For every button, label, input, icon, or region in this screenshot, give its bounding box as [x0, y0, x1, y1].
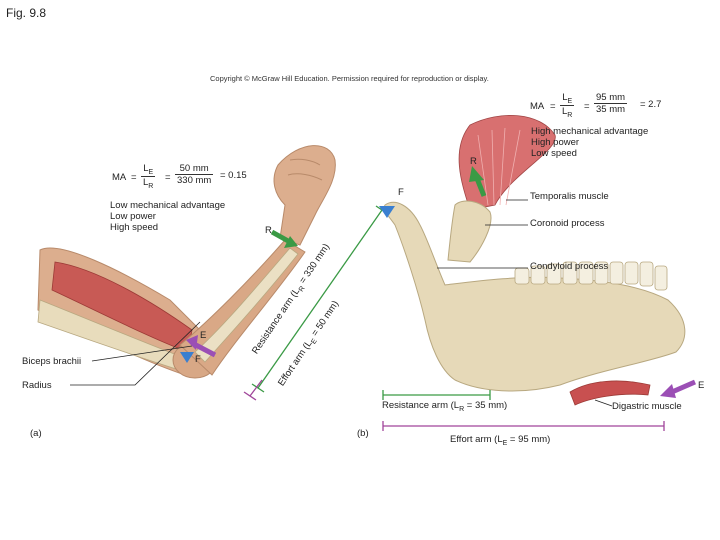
figure-title: Fig. 9.8	[6, 6, 47, 20]
ratio-lr-b: L	[562, 105, 568, 117]
resistance-arm-text-b: Resistance arm (L	[382, 400, 460, 411]
effort-label-b: E	[698, 380, 705, 391]
resistance-arrow-a-head	[284, 236, 298, 248]
fist	[273, 145, 336, 246]
temporalis-fibers	[477, 127, 521, 206]
forearm-illustration	[37, 145, 389, 401]
digastric-leader	[594, 399, 613, 407]
ma-result-a: = 0.15	[220, 170, 247, 181]
tooth	[594, 261, 609, 285]
resistance-arm-cap-a	[251, 383, 265, 393]
advantage-line-b-2: High power	[531, 137, 580, 148]
ma-label-a: MA	[112, 172, 127, 183]
effort-arm-cap-a	[243, 391, 257, 401]
biceps-label: Biceps brachii	[22, 356, 82, 367]
effort-arm-sub-b: E	[502, 439, 508, 447]
ma-ratio-den-a: LR	[141, 177, 155, 190]
ratio-le-b: L	[562, 92, 568, 103]
condyloid-label: Condyloid process	[530, 261, 609, 272]
mandible-illustration	[379, 115, 696, 431]
effort-arrow-b-shaft	[671, 379, 696, 395]
ma-value-frac-b: 95 mm 35 mm	[594, 92, 628, 115]
effort-arm-value-b: = 95 mm)	[507, 434, 551, 445]
knuckle-line	[287, 173, 323, 181]
ma-den-a: 330 mm	[177, 175, 212, 186]
ma-ratio-num-a: LE	[141, 163, 156, 177]
coronoid-bone	[447, 200, 492, 263]
effort-arrow-a-head	[186, 335, 198, 350]
tooth	[530, 265, 546, 285]
advantage-line-a-1: Low mechanical advantage	[110, 200, 226, 211]
ma-label-b: MA	[530, 101, 545, 112]
biceps-leader	[91, 345, 193, 362]
ratio-le-sub-b: E	[567, 97, 573, 105]
panel-label-b: (b)	[357, 428, 369, 439]
tooth	[546, 263, 562, 285]
advantage-line-a-3: High speed	[110, 222, 159, 233]
fulcrum-label-a: F	[195, 354, 201, 365]
advantage-line-b-1: High mechanical advantage	[531, 126, 649, 137]
ma-num-b: 95 mm	[594, 92, 628, 104]
advantage-line-a-2: Low power	[110, 211, 156, 222]
digastric-muscle	[569, 380, 651, 406]
ma-value-frac-a: 50 mm 330 mm	[175, 163, 214, 186]
ma-eq2-b: =	[584, 101, 590, 112]
effort-arrow-b-head	[660, 384, 676, 398]
resistance-arm-sub-b: R	[459, 405, 465, 413]
mandible-bone	[383, 201, 686, 392]
tooth	[639, 261, 654, 287]
resistance-arm-label-b: Resistance arm (LR = 35 mm)	[382, 400, 507, 413]
copyright-notice: Copyright © McGraw Hill Education. Permi…	[210, 74, 489, 83]
advantage-line-b-3: Low speed	[531, 148, 577, 159]
tooth	[624, 261, 639, 285]
ma-ratio-b: LE LR	[560, 92, 575, 119]
fulcrum-marker-a	[180, 352, 194, 363]
fulcrum-marker-b	[379, 206, 395, 218]
resistance-label-b: R	[470, 156, 477, 167]
ma-ratio-a: LE LR	[141, 163, 156, 190]
temporalis-label: Temporalis muscle	[530, 191, 609, 202]
ma-ratio-num-b: LE	[560, 92, 575, 106]
ma-num-a: 50 mm	[175, 163, 214, 175]
tooth	[654, 265, 668, 291]
ma-eq2-a: =	[165, 172, 171, 183]
ratio-le-a: L	[143, 163, 149, 174]
panel-label-a: (a)	[30, 428, 42, 439]
ma-eq-a: =	[131, 172, 137, 183]
fulcrum-label-b: F	[398, 187, 404, 198]
resistance-label-a: R	[265, 225, 272, 236]
resistance-arrow-a-shaft	[270, 229, 292, 245]
ma-eq-b: =	[550, 101, 556, 112]
ratio-lr-sub-b: R	[567, 111, 573, 119]
tooth	[562, 261, 578, 285]
resistance-arm-line-a	[257, 209, 383, 389]
effort-arm-text-b: Effort arm (L	[450, 434, 503, 445]
temporalis-muscle	[458, 115, 556, 211]
ratio-lr-sub-a: R	[148, 182, 154, 190]
effort-arm-line-a	[249, 379, 263, 397]
knuckle-line	[289, 158, 321, 166]
digastric-label: Digastric muscle	[612, 401, 682, 412]
resistance-arm-value-b: = 35 mm)	[464, 400, 508, 411]
ma-ratio-den-b: LR	[560, 106, 574, 119]
radius-leader	[70, 321, 201, 386]
ratio-le-sub-a: E	[148, 168, 154, 176]
tooth	[578, 261, 594, 285]
ma-den-b: 35 mm	[596, 104, 626, 115]
effort-arm-label-b: Effort arm (LE = 95 mm)	[450, 434, 550, 447]
ratio-lr-a: L	[143, 176, 149, 188]
coronoid-label: Coronoid process	[530, 218, 605, 229]
radius-label: Radius	[22, 380, 52, 391]
radius-bone	[194, 247, 299, 363]
ma-result-b: = 2.7	[640, 99, 662, 110]
effort-label-a: E	[200, 330, 207, 341]
tooth	[514, 267, 530, 285]
resistance-arrow-b-head	[469, 166, 484, 182]
tooth	[609, 261, 624, 285]
